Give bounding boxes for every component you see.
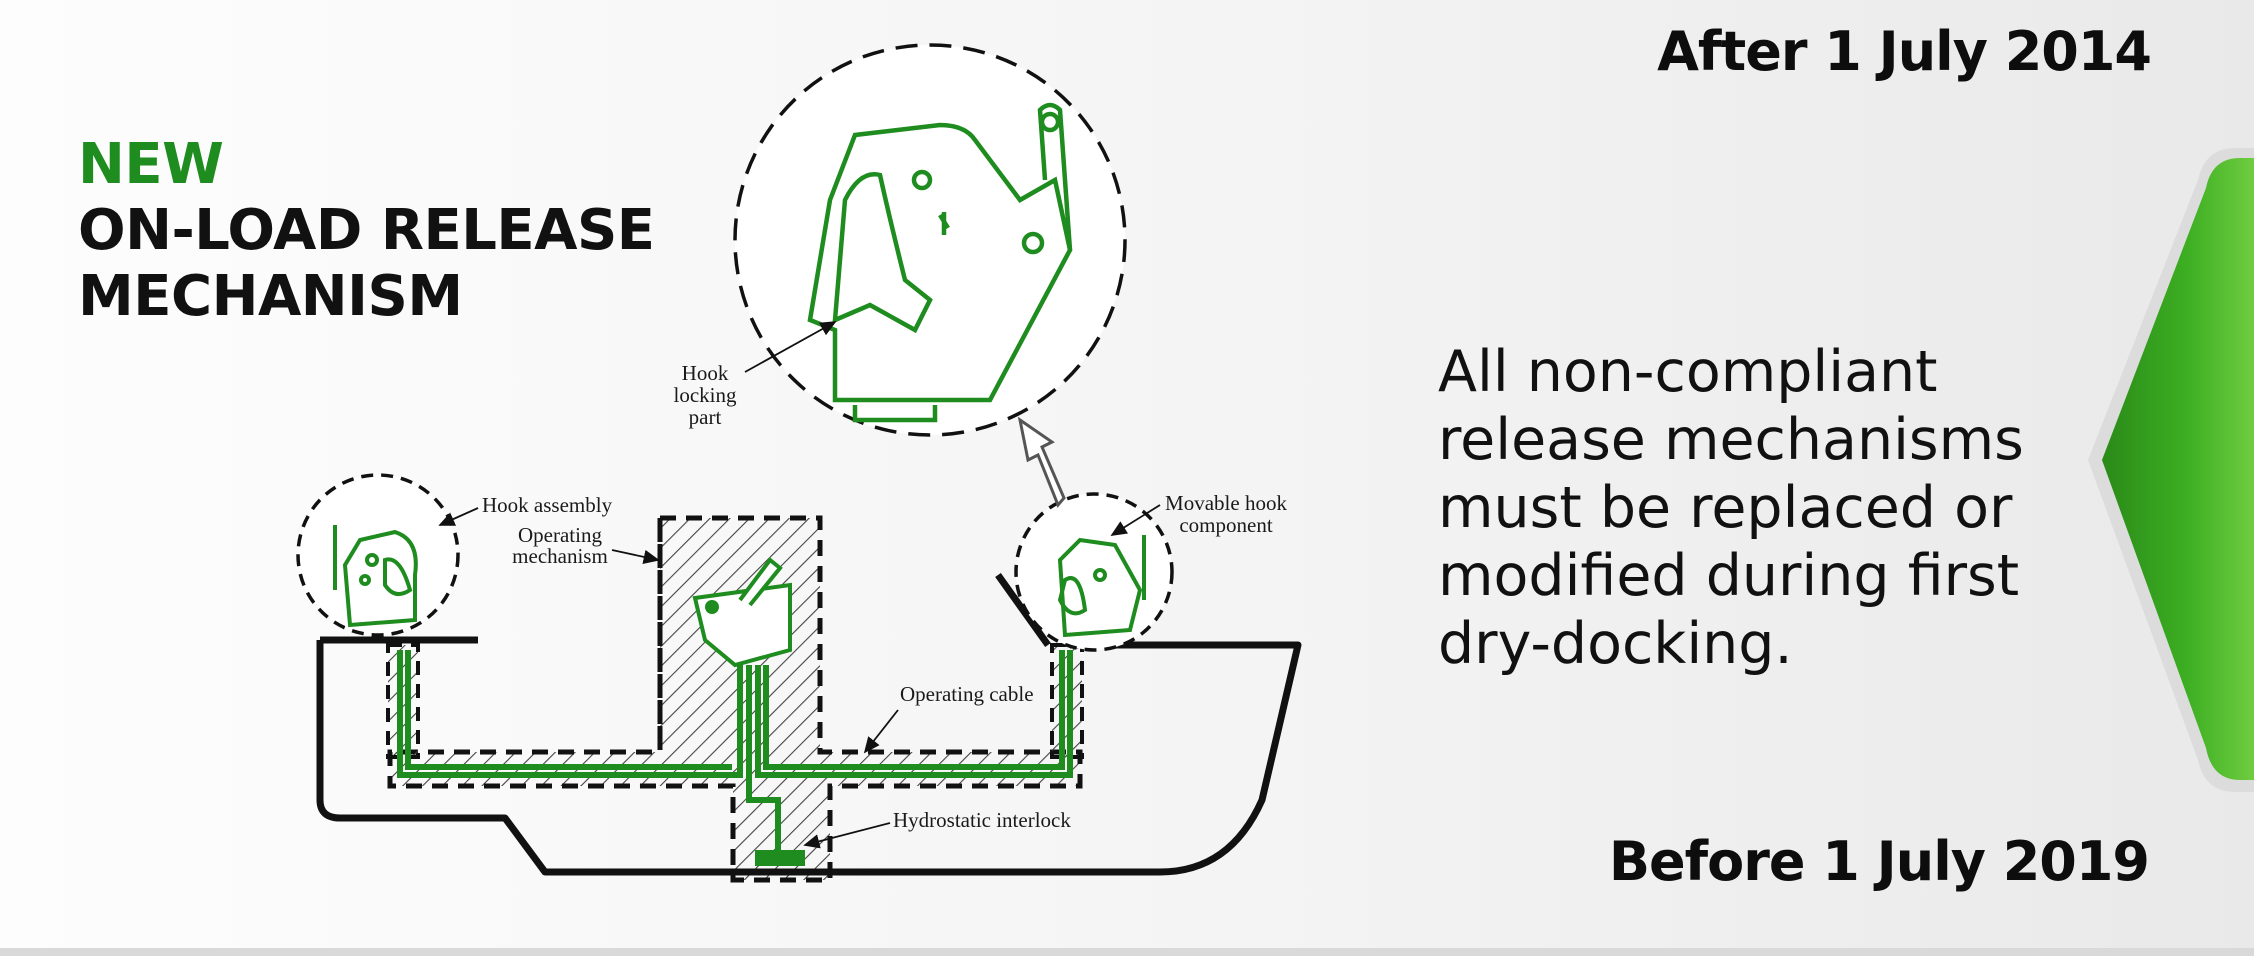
label-hook-locking-2: locking [674, 383, 737, 407]
statement-line-3: must be replaced or [1438, 475, 2013, 541]
bottom-edge-bar [0, 948, 2254, 956]
label-operating-mechanism-2: mechanism [512, 544, 608, 568]
boat-hull [316, 636, 1302, 876]
label-hydrostatic-interlock: Hydrostatic interlock [893, 808, 1071, 832]
compliance-statement: All non-compliant release mechanisms mus… [1438, 338, 2038, 678]
left-hook-circle [296, 473, 460, 637]
leader-lines [438, 321, 1161, 849]
operating-cable [397, 650, 1073, 866]
zoom-arrow [1017, 416, 1066, 508]
zoom-hook [807, 102, 1073, 423]
zoom-hook-circle [733, 43, 1127, 437]
release-mechanism-diagram: Hook locking part Hook assembly Operatin… [296, 43, 1302, 883]
label-movable-hook-1: Movable hook [1165, 491, 1287, 515]
label-hook-locking-1: Hook [682, 361, 729, 385]
label-operating-cable: Operating cable [900, 682, 1034, 706]
right-hook [1057, 535, 1146, 638]
after-date-heading: After 1 July 2014 [1657, 20, 2152, 83]
green-tab-marker [2088, 148, 2254, 792]
statement-line-4: modified during first [1438, 543, 2020, 609]
left-hook [333, 525, 418, 628]
bow-line [995, 572, 1051, 648]
title-line-2: MECHANISM [78, 264, 463, 329]
label-hook-assembly: Hook assembly [482, 493, 613, 517]
panel-title: NEW ON-LOAD RELEASE MECHANISM [78, 132, 655, 330]
label-movable-hook-2: component [1179, 513, 1272, 537]
before-date-heading: Before 1 July 2019 [1608, 830, 2150, 893]
label-hook-locking-3: part [689, 405, 722, 429]
operating-mechanism-unit [692, 557, 792, 668]
statement-line-2: release mechanisms [1438, 407, 2024, 473]
label-operating-mechanism-1: Operating [518, 523, 602, 547]
statement-line-1: All non-compliant [1438, 339, 1938, 405]
statement-line-5: dry-docking. [1438, 611, 1793, 677]
title-line-1: ON-LOAD RELEASE [78, 198, 655, 263]
title-highlight: NEW [78, 132, 224, 197]
